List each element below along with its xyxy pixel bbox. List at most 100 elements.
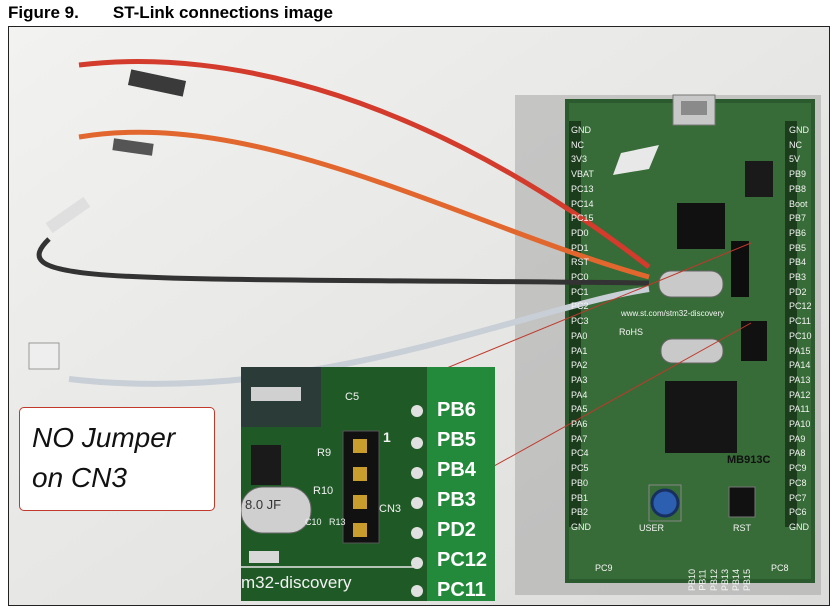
stlink-chip [677,203,725,249]
figure-title: ST-Link connections image [112,3,333,22]
board-url: www.st.com/stm32-discovery [621,309,725,318]
board-model: MB913C [727,454,771,466]
reset-button-cap [728,486,756,518]
header-pin-label: PA10 [789,419,811,429]
inset-board [241,367,495,601]
figure-caption: Figure 9. ST-Link connections image [8,2,333,24]
crystal-mid [660,338,724,364]
header-pin-label: PA6 [571,419,588,429]
header-pin-label: 5V [789,154,801,165]
inset-pin-pb3: PB3 [437,489,476,511]
header-pin-label: Boot [789,198,808,209]
bottom-pin-label: PB13 [720,568,731,592]
bottom-pin-label: PB10 [687,568,698,592]
pin-one-mark: 1 [383,429,391,445]
note-line-1: NO Jumper [32,422,176,453]
header-pin-label: PA15 [789,345,811,356]
inset-pin-pb5: PB5 [437,429,476,451]
cn3-label: CN3 [379,503,402,515]
header-pin-label: PC11 [789,316,811,327]
inset-pin-pc12: PC12 [437,549,488,571]
bottom-pin-label: PB12 [709,568,720,592]
header-pin-label: PB0 [571,477,589,488]
header-pin-label: PC1 [571,286,589,297]
white-wire [68,286,650,387]
header-pin-label: PC12 [789,301,812,312]
inset-pin-pb4: PB4 [437,459,476,481]
header-pin-label: GND [789,125,809,135]
header-pin-label: PC3 [571,316,589,327]
header-pin-label: NC [571,139,584,150]
header-pin-label: PA9 [789,433,806,444]
header-pin-label: PA2 [571,360,588,371]
header-pin-label: PC0 [571,272,589,282]
header-pin-label: PB1 [571,492,589,503]
header-pin-label: PA5 [571,404,588,415]
header-pin-label: PA0 [571,330,588,341]
header-pin-label: NC [789,139,802,150]
header-pin-label: PB4 [789,257,807,268]
header-pin-label: PB8 [789,183,807,194]
inset-pin-pb6: PB6 [437,399,476,421]
rohs-mark: RoHS [619,327,644,337]
c5-label: C5 [345,391,360,403]
header-pin-label: PC8 [789,477,807,488]
orange-wire [78,129,650,280]
reset-button-label: RST [733,523,751,533]
header-pin-label: PD0 [571,227,589,238]
stm32-chip [665,381,737,453]
header-pin-label: PC13 [571,183,594,194]
header-pin-label: 3V3 [571,154,588,165]
header-pin-label: PA3 [571,374,588,385]
header-pin-label: PB7 [789,213,807,224]
header-pin-label: PA11 [789,404,810,415]
header-pin-label: PB5 [789,242,807,253]
header-pin-label: PA1 [571,345,588,356]
header-pin-label: PA7 [571,433,588,444]
header-pin-label: VBAT [571,169,594,180]
header-pin-label: GND [789,521,809,532]
bottom-pin-label: PB11 [697,569,708,591]
header-pin-label: PA12 [789,389,811,400]
black-wire [36,237,650,286]
red-wire [78,59,651,269]
header-pin-label: GND [571,521,591,532]
header-pin-label: PC5 [571,463,589,474]
header-pin-label: PC14 [571,198,594,209]
crystal-marking: 8.0 JF [245,497,282,512]
header-pin-label: RST [571,257,589,268]
crystal-top [658,270,724,298]
header-pin-label: PB3 [789,272,807,282]
header-pin-label: PD1 [571,242,589,253]
note-line-2: on CN3 [32,462,127,493]
header-pin-label: PC7 [789,492,807,503]
inset-board-text: m32-discovery [241,573,352,592]
header-pin-label: PD2 [789,286,807,297]
header-pin-label: PC2 [571,301,589,312]
inset-pin-pd2: PD2 [437,519,476,541]
figure-number: Figure 9. [8,3,79,22]
header-pin-label: PC4 [571,448,589,459]
header-pin-label: PB6 [789,227,807,238]
header-pin-label: PA4 [571,389,588,400]
user-button-cap [650,488,680,518]
header-pin-label: PA13 [789,374,811,385]
header-pin-label: PC6 [789,507,807,518]
header-pin-label: PB2 [571,507,589,518]
header-pin-label: PC15 [571,213,594,224]
no-jumper-callout: NO Jumper on CN3 [19,407,215,511]
c10-label: C10 [305,517,322,527]
header-pin-label: PA8 [789,448,806,459]
bottom-pin-label: PB14 [731,568,742,592]
header-pin-label: PB9 [789,169,807,180]
r13-label: R13 [329,517,346,527]
header-pin-label: PC9 [789,463,807,474]
inset-pin-pc11: PC11 [437,579,486,601]
header-pin-label: GND [571,125,591,135]
st-logo [613,145,659,175]
bottom-pin-label: PC8 [771,563,789,573]
user-button-label: USER [639,523,665,533]
bottom-pin-label: PB15 [742,568,753,592]
